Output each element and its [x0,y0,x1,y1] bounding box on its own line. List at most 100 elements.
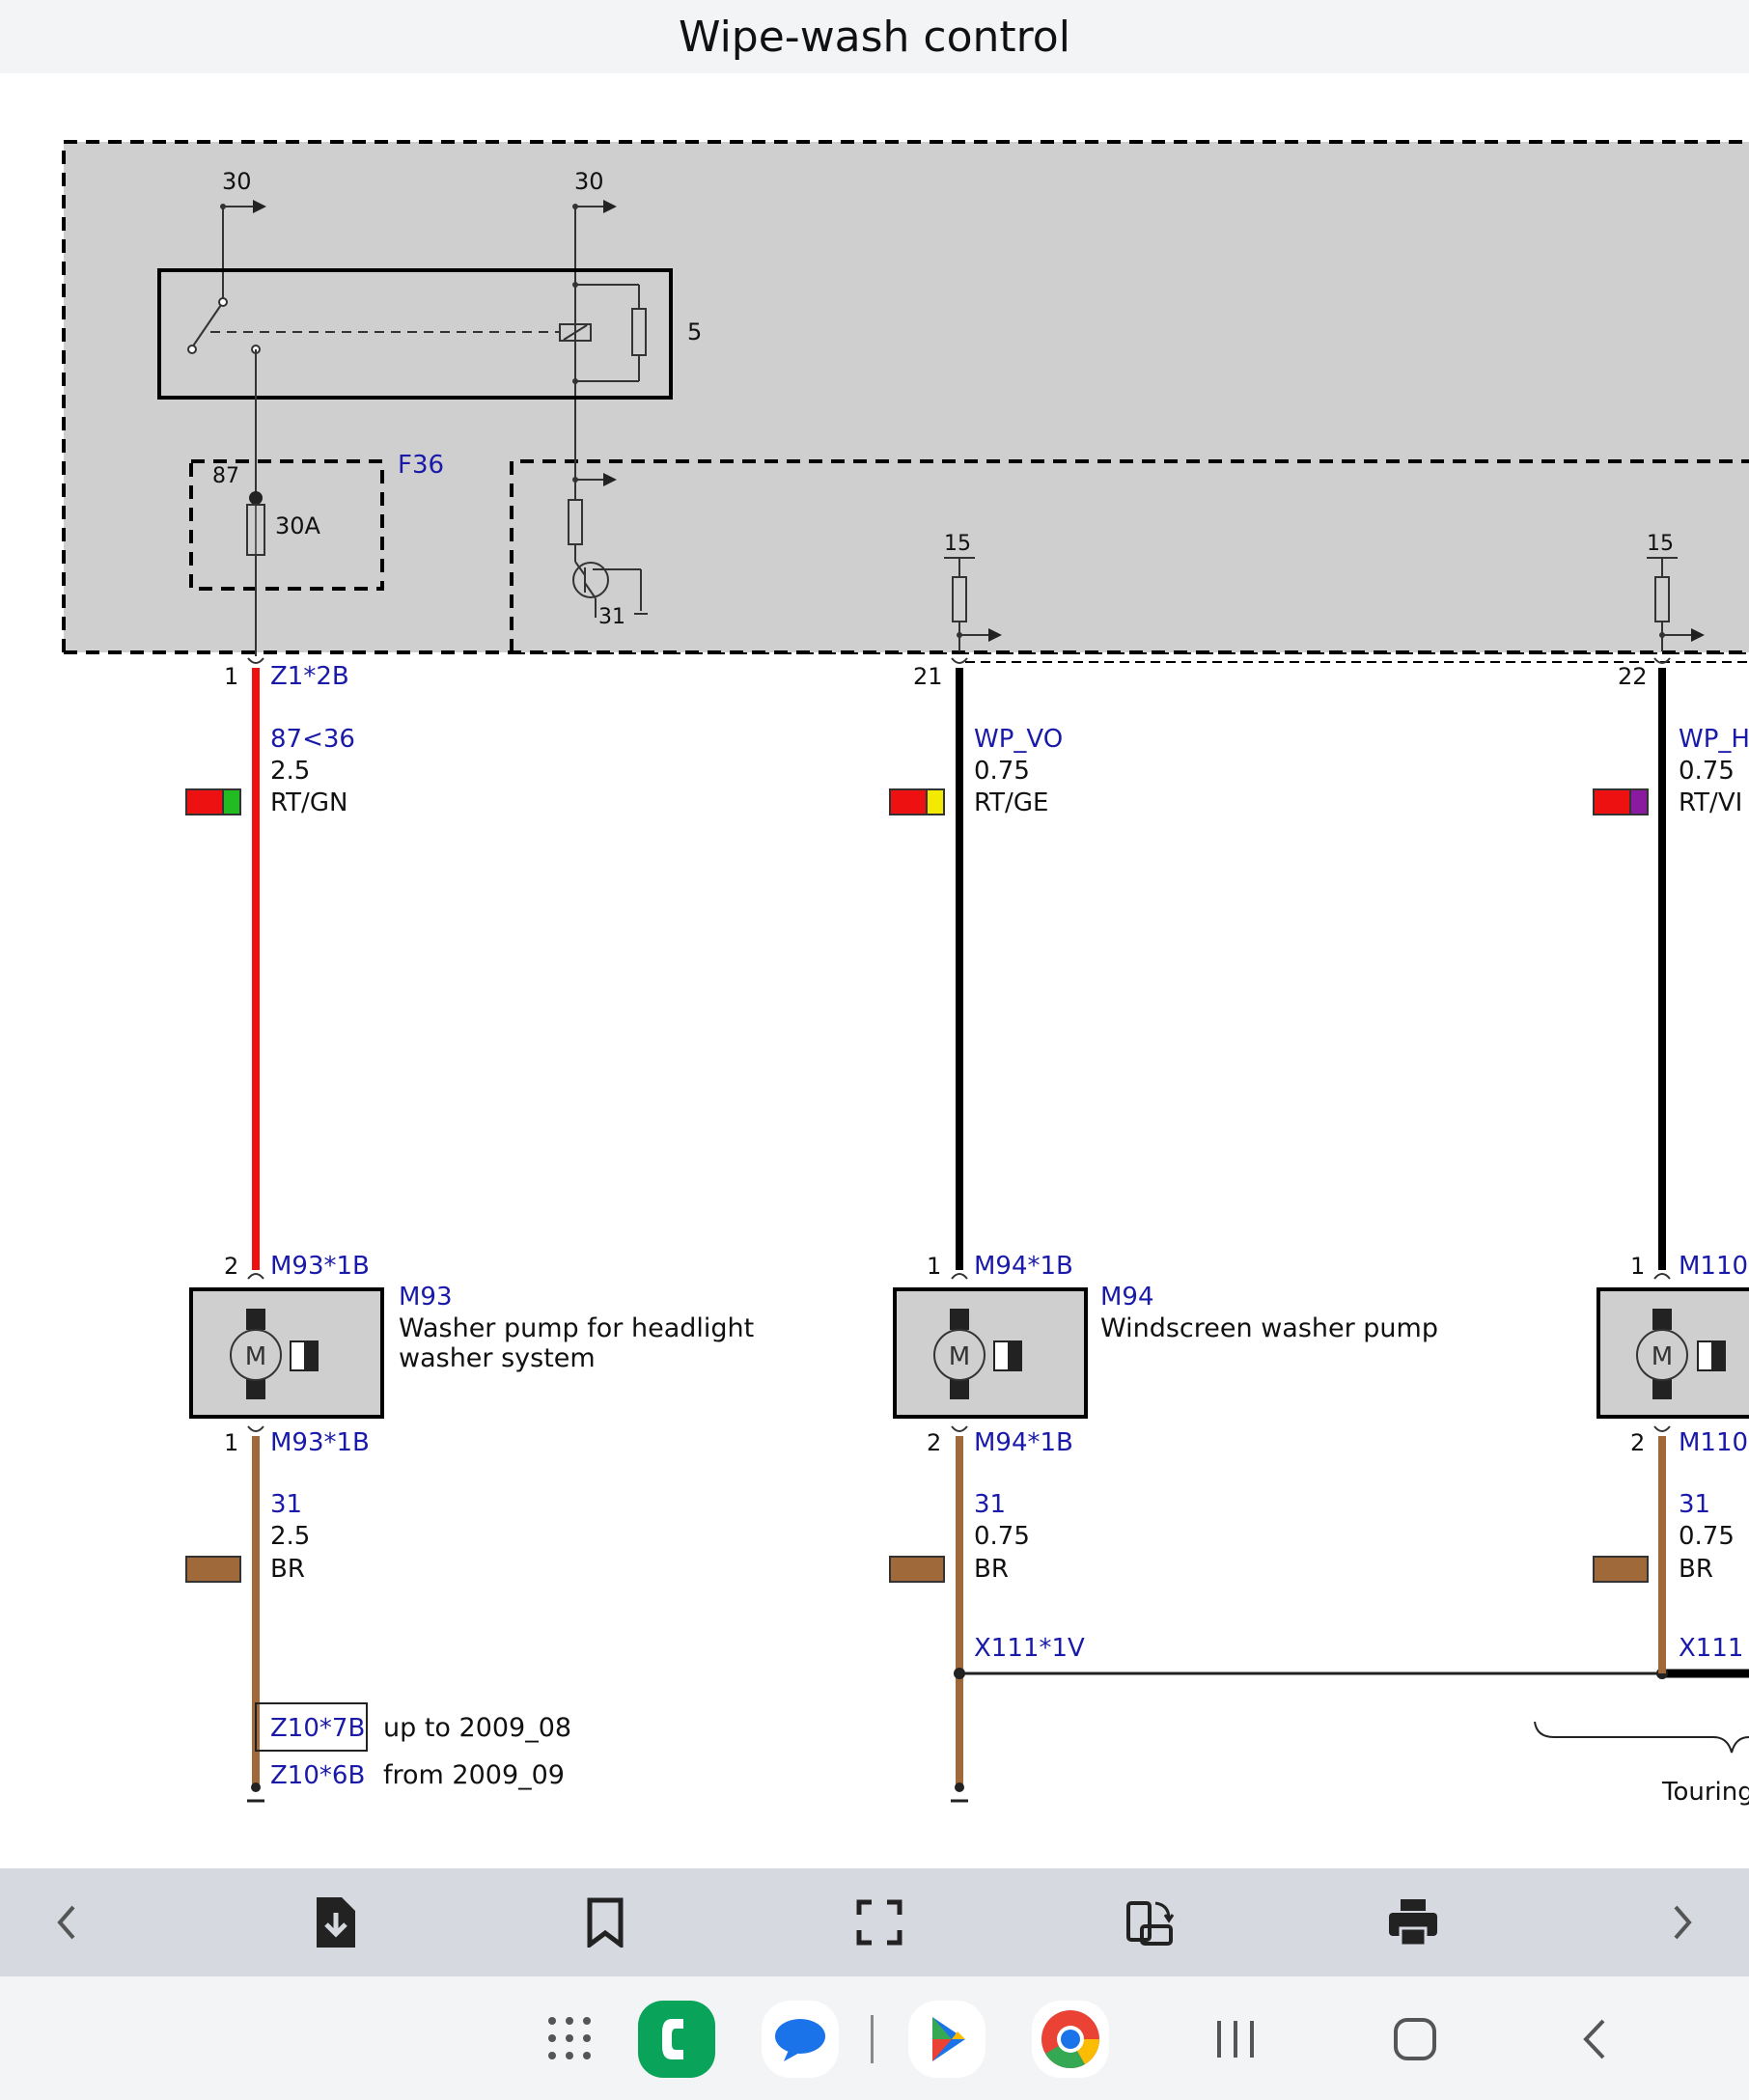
m93-desc-line2: washer system [399,1343,596,1373]
print-button[interactable] [1370,1868,1457,1976]
transistor-symbol [572,562,609,598]
m110-connector-bottom[interactable]: M110 [1679,1428,1748,1457]
supply-30-left-label: 30 [222,168,252,195]
ground2-swatch [889,1556,945,1583]
supply-30-right-label: 30 [574,168,604,195]
page-header: Wipe-wash control [0,0,1749,73]
rotate-screen-button[interactable] [1106,1868,1193,1976]
wire3-pin-top: 22 [1618,663,1648,690]
m93-component-box[interactable] [189,1287,384,1419]
ground1-color-code: BR [270,1555,305,1584]
fullscreen-icon [856,1899,902,1946]
m110-motor-icon [1636,1329,1688,1381]
m94-pin-top: 1 [927,1253,941,1280]
transistor-ground-label: 31 [598,605,625,629]
print-icon [1389,1899,1437,1948]
download-button[interactable] [292,1868,379,1976]
recents-icon [1217,2021,1254,2058]
play-store-button[interactable] [907,2000,986,2079]
wire3-color-code: RT/VI [1679,788,1742,817]
ground3-color-code: BR [1679,1555,1713,1584]
fuse-f36-box [189,459,384,591]
fuse-rating-label: 30A [275,512,321,539]
wire2-pin-top: 21 [913,663,943,690]
m93-desc-line1: Washer pump for headlight [399,1313,754,1343]
m93-pin-bottom: 1 [224,1429,238,1456]
m93-id[interactable]: M93 [399,1283,453,1312]
wiring-diagram: 30 30 5 87 F36 30A 31 15 15 [62,140,1749,1807]
ground-variant1-note: up to 2009_08 [383,1713,571,1743]
m93-motor-icon [230,1329,282,1381]
m94-component-box[interactable] [893,1287,1088,1419]
bookmark-icon [587,1897,624,1948]
wire2-signal[interactable]: WP_VO [974,725,1063,754]
ground1-signal[interactable]: 31 [270,1490,302,1519]
splice-a-label[interactable]: X111*1V [974,1634,1085,1663]
wire1-color-code: RT/GN [270,788,347,817]
ground-variant1-connector[interactable]: Z10*7B [270,1714,365,1743]
next-page-button[interactable] [1639,1868,1726,1976]
m110-connector-top[interactable]: M110 [1679,1252,1748,1281]
back-button[interactable] [1566,2015,1624,2063]
m93-connector-top[interactable]: M93*1B [270,1252,370,1281]
wire3-signal[interactable]: WP_H [1679,725,1749,754]
wire1-signal[interactable]: 87<36 [270,725,355,754]
m93-motor-letter: M [245,1342,266,1371]
page-title: Wipe-wash control [679,12,1070,62]
bookmark-button[interactable] [562,1868,649,1976]
m110-pin-top: 1 [1630,1253,1645,1280]
dock-divider [867,2015,876,2063]
relay-box [157,268,673,400]
download-icon [317,1897,355,1948]
relay-number-label: 5 [687,318,702,345]
fuse-terminal-label: 87 [212,464,239,488]
chrome-icon [1032,2001,1109,2078]
messages-app-icon [762,2001,839,2078]
wire2-color-code: RT/GE [974,788,1048,817]
ground3-swatch [1593,1556,1649,1583]
fuse-id-label: F36 [398,451,444,480]
chrome-button[interactable] [1031,2000,1110,2079]
m94-connector-top[interactable]: M94*1B [974,1252,1073,1281]
wire1-gauge: 2.5 [270,757,310,786]
ground-variant2-connector[interactable]: Z10*6B [270,1761,365,1790]
chevron-right-icon [1674,1905,1692,1940]
viewer-toolbar [0,1868,1749,1976]
m110-pin-bottom: 2 [1630,1429,1645,1456]
rotate-screen-icon [1126,1901,1175,1946]
ground2-gauge: 0.75 [974,1522,1030,1551]
apps-grid-icon [548,2017,591,2059]
touring-bracket [1534,1721,1749,1754]
ground-variant2-note: from 2009_09 [383,1760,565,1790]
m93-pin-top: 2 [224,1253,238,1280]
ground1-gauge: 2.5 [270,1522,310,1551]
wire3-gauge: 0.75 [1679,757,1735,786]
splice-b-label[interactable]: X111 [1679,1634,1743,1663]
touring-label: Touring [1661,1778,1749,1807]
home-button[interactable] [1386,2013,1444,2065]
m110-motor-letter: M [1652,1342,1673,1371]
fullscreen-button[interactable] [836,1868,923,1976]
wire1-connector-top[interactable]: Z1*2B [270,662,349,691]
recents-button[interactable] [1207,2015,1264,2063]
messages-app-button[interactable] [761,2000,840,2079]
system-nav-bar [0,1976,1749,2100]
m94-motor-icon [933,1329,986,1381]
ground2-signal[interactable]: 31 [974,1490,1006,1519]
m94-motor-letter: M [949,1342,970,1371]
ground1-swatch [185,1556,241,1583]
m94-connector-bottom[interactable]: M94*1B [974,1428,1073,1457]
m94-id[interactable]: M94 [1100,1283,1154,1312]
wire1-pin-top: 1 [224,663,238,690]
prev-page-button[interactable] [23,1868,110,1976]
app-drawer-button[interactable] [541,2009,598,2067]
phone-app-button[interactable] [637,2000,716,2079]
ground2-color-code: BR [974,1555,1009,1584]
m94-pin-bottom: 2 [927,1429,941,1456]
play-store-icon [908,2001,986,2078]
chevron-left-icon [57,1905,75,1940]
m93-connector-bottom[interactable]: M93*1B [270,1428,370,1457]
ground3-gauge: 0.75 [1679,1522,1735,1551]
term15-a-label: 15 [944,532,971,556]
ground3-signal[interactable]: 31 [1679,1490,1710,1519]
